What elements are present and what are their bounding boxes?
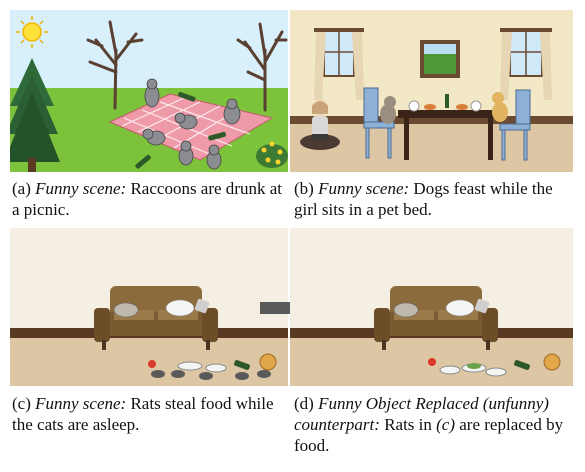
cat-icon (113, 299, 195, 318)
caption-a-label: Funny scene: (35, 179, 127, 198)
rat-icon (151, 370, 271, 380)
caption-d-label: Funny Object Replaced (unfunny) counterp… (294, 394, 549, 434)
panel-b-image (290, 10, 573, 172)
caption-d-ref: (c) (436, 415, 456, 434)
food-plate-icon (148, 353, 277, 373)
caption-a-tag: (a) (12, 179, 31, 198)
panel-c-image (10, 228, 288, 386)
caption-c: (c) Funny scene: Rats steal food while t… (12, 393, 288, 435)
caption-c-label: Funny scene: (35, 394, 127, 413)
sun-icon (16, 16, 48, 48)
cat-icon (393, 299, 475, 318)
window-left-icon (314, 28, 364, 100)
caption-d-text-pre: Rats in (384, 415, 432, 434)
raccoon-icon (142, 78, 241, 170)
food-plate-icon (428, 353, 561, 377)
tree-left-icon (86, 20, 144, 110)
tree-right-icon (236, 22, 288, 112)
pillow-icon (474, 298, 490, 314)
caption-b-tag: (b) (294, 179, 314, 198)
flower-bush-icon (256, 141, 288, 168)
caption-b-text: Dogs feast while the girl sits in a pet … (294, 179, 553, 219)
pine-tree-icon (10, 58, 60, 172)
window-right-icon (500, 28, 552, 100)
dining-table-icon (398, 94, 498, 160)
caption-a: (a) Funny scene: Raccoons are drunk at a… (12, 178, 288, 220)
caption-c-text: Rats steal food while the cats are aslee… (12, 394, 274, 434)
dog-icon (380, 92, 508, 124)
panel-d-image (290, 228, 573, 386)
pillow-icon (194, 298, 210, 314)
caption-b-label: Funny scene: (318, 179, 410, 198)
caption-d: (d) Funny Object Replaced (unfunny) coun… (294, 393, 574, 456)
caption-a-text: Raccoons are drunk at a picnic. (12, 179, 282, 219)
girl-icon (300, 100, 340, 150)
painting-icon (420, 40, 460, 78)
panel-a-image (10, 10, 288, 172)
chair-icon (363, 87, 531, 161)
caption-d-tag: (d) (294, 394, 314, 413)
caption-c-tag: (c) (12, 394, 31, 413)
wine-bottle-icon (135, 91, 226, 169)
caption-b: (b) Funny scene: Dogs feast while the gi… (294, 178, 574, 220)
caption-d-text-post: are replaced by food. (294, 415, 564, 455)
